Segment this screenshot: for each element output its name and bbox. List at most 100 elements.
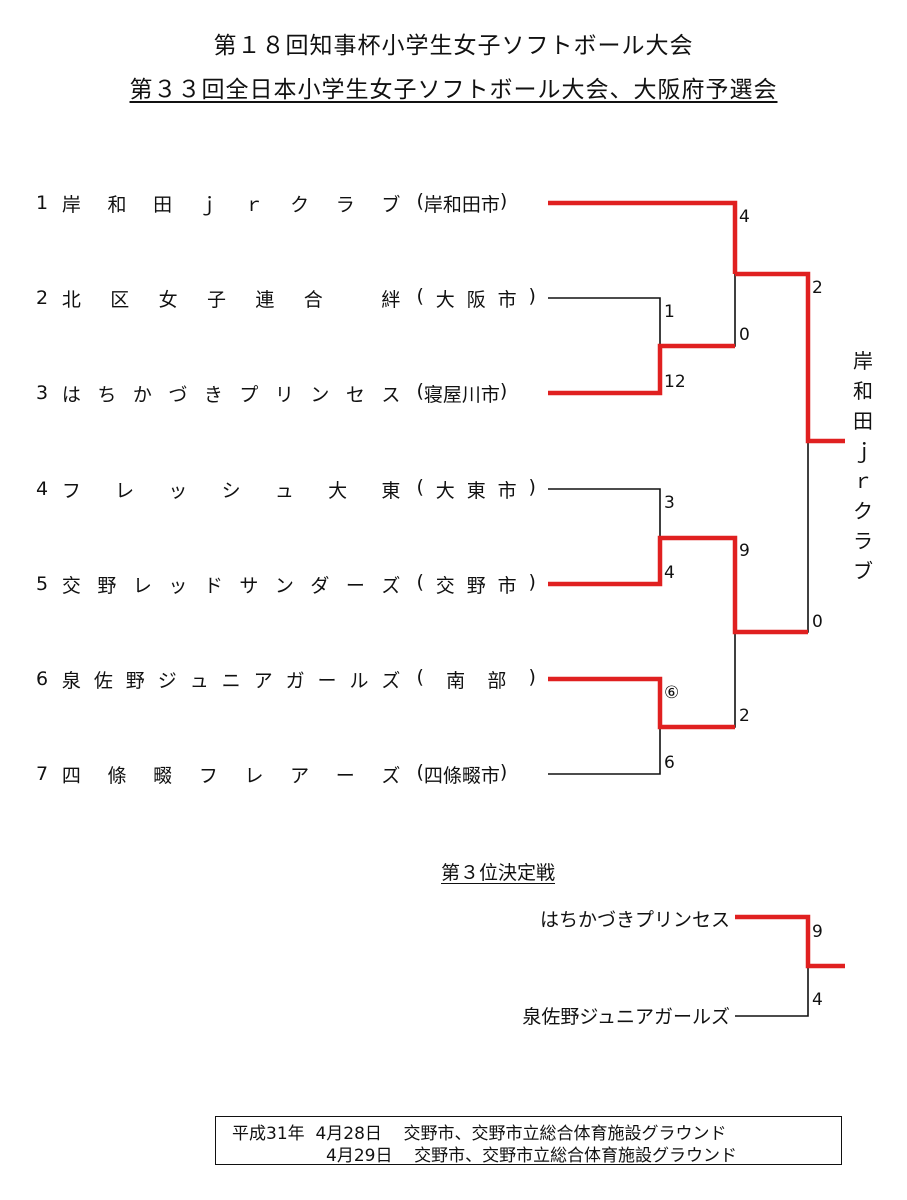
team-city-part: ): [499, 189, 508, 212]
third-place-title: 第３位決定戦: [441, 862, 556, 884]
team-city-part: 寝屋川市: [423, 383, 500, 406]
champion-char: ブ: [853, 559, 873, 583]
team-name-char: リ: [274, 383, 294, 406]
team-name-char: 絆: [381, 288, 401, 311]
team-city: (南部): [416, 666, 536, 693]
team-city-part: 大: [435, 479, 455, 502]
team-city-part: (: [416, 475, 424, 498]
team-name-char: 佐: [93, 669, 113, 692]
tournament-subtitle: 第３３回全日本小学生女子ソフトボール大会、大阪府予選会: [129, 77, 778, 103]
team-name: 四條畷フレアーズ: [62, 761, 401, 788]
score-sf1-bottom: 0: [739, 325, 750, 345]
third-team-bottom: 泉佐野ジュニアガールズ: [522, 1006, 730, 1028]
team-name-char: フ: [198, 764, 218, 787]
team-name-char: き: [203, 383, 223, 406]
team-city-part: (: [416, 379, 424, 402]
team-city-part: ): [528, 570, 536, 593]
team-name-char: か: [132, 383, 152, 406]
team-name-char: 北: [61, 288, 81, 311]
third-team-top: はちかづきプリンセス: [539, 909, 730, 931]
score-r1-bottom: 12: [664, 372, 686, 392]
score-r1c-top: ⑥: [664, 683, 680, 703]
champion-char: 岸: [853, 349, 873, 373]
win-team5: [548, 535, 808, 635]
score-third-bottom: 4: [812, 990, 823, 1010]
win-team1: [548, 200, 738, 274]
team-city-part: 部: [487, 669, 507, 692]
score-r1b-top: 3: [664, 493, 675, 513]
team-name-char: 合: [303, 288, 323, 311]
team-name-char: セ: [345, 383, 365, 406]
team-name-char: シ: [221, 479, 241, 502]
team-city: (岸和田市): [416, 190, 536, 217]
team-name-char: ッ: [168, 479, 188, 502]
team-seed: 4: [36, 478, 49, 500]
team-city: (四條畷市): [416, 761, 536, 788]
team-city: (大東市): [416, 476, 536, 503]
team-name-char: ー: [345, 574, 365, 597]
win-third: [735, 914, 845, 969]
team-name-char: ち: [97, 383, 117, 406]
team-city-part: 岸和田市: [423, 193, 500, 216]
team-name-char: ン: [310, 383, 330, 406]
team-name-char: ｊ: [198, 193, 218, 216]
team-city-part: ): [528, 665, 536, 688]
team-city-part: 交: [435, 574, 455, 597]
win-team6: [548, 676, 735, 730]
score-sf2-top: 9: [739, 541, 750, 561]
line-final-bottom: [735, 441, 809, 633]
team-city-part: (: [416, 189, 424, 212]
team-name-char: ル: [349, 669, 369, 692]
team-name-char: レ: [132, 574, 152, 597]
team-name-char: プ: [239, 383, 259, 406]
line-third-bottom: [735, 966, 809, 1017]
champion-char: ｊ: [853, 439, 873, 463]
team-name: はちかづきプリンセス: [62, 380, 401, 407]
team-seed: 2: [36, 287, 49, 309]
team-city-part: 東: [466, 479, 486, 502]
team-city-part: ): [499, 379, 508, 402]
team-seed: 1: [36, 192, 49, 214]
champion-char: 和: [853, 379, 873, 403]
team-name-char: サ: [239, 574, 259, 597]
team-city-part: (: [416, 284, 424, 307]
team-name-char: ラ: [335, 193, 355, 216]
schedule-box: 平成31年 4月28日 交野市、交野市立総合体育施設グラウンド 4月29日 交野…: [215, 1116, 842, 1166]
team-name-char: 子: [206, 288, 226, 311]
team-city: (交野市): [416, 571, 536, 598]
team-name-char: 野: [97, 574, 117, 597]
team-name-char: ー: [317, 669, 337, 692]
team-name-char: 東: [381, 479, 401, 502]
win-team3: [548, 343, 735, 396]
team-city-part: 市: [497, 288, 517, 311]
team-name-char: 岸: [61, 193, 81, 216]
team-seed: 3: [36, 382, 49, 404]
team-name-char: ー: [335, 764, 355, 787]
team-name: 交野レッドサンダーズ: [62, 571, 401, 598]
team-name-char: 和: [107, 193, 127, 216]
score-third-top: 9: [812, 922, 823, 942]
team-city-part: 南: [446, 669, 466, 692]
team-name-char: ズ: [381, 574, 401, 597]
team-row-3: 3 はちかづきプリンセス (寝屋川市): [36, 378, 536, 408]
team-city-part: ): [528, 475, 536, 498]
line-team7: [548, 727, 661, 775]
score-r1b-bottom: 4: [664, 563, 675, 583]
team-name-char: ュ: [189, 669, 209, 692]
team-name-char: レ: [115, 479, 135, 502]
score-r1c-bottom: 6: [664, 753, 675, 773]
champion-char: ク: [853, 499, 873, 523]
team-name-char: ド: [203, 574, 223, 597]
schedule-line-1: 平成31年 4月28日 交野市、交野市立総合体育施設グラウンド: [232, 1124, 727, 1144]
team-city-part: 大: [435, 288, 455, 311]
win-sf1: [735, 271, 845, 444]
line-team2: [548, 297, 661, 346]
team-name-char: ジ: [157, 669, 177, 692]
team-name-char: 畷: [153, 764, 173, 787]
team-name-char: 連: [255, 288, 275, 311]
team-name-char: ク: [290, 193, 310, 216]
